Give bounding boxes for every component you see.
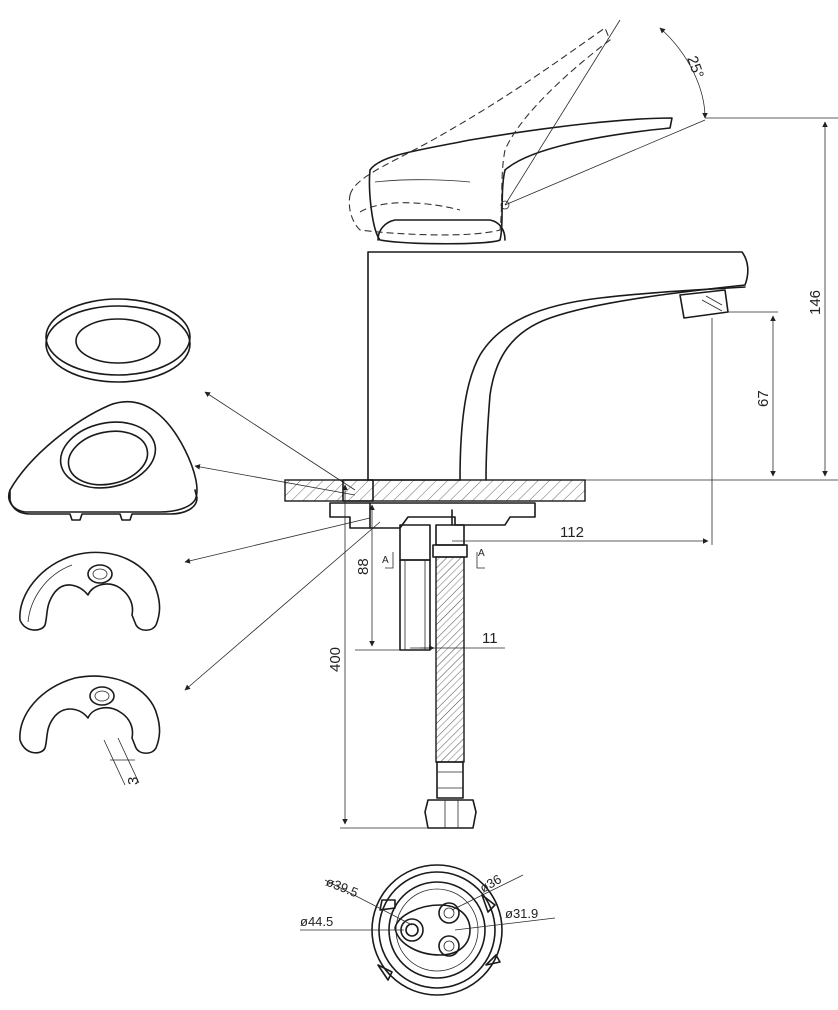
- section-mark-right: A: [478, 548, 485, 559]
- dim-88-label: 88: [355, 558, 372, 575]
- dim-67-label: 67: [755, 390, 772, 407]
- base-bottom-view: ø39.5 ø36 ø44.5 ø31.9: [300, 864, 556, 996]
- dimension-hose-diameter-11: 11: [410, 630, 505, 651]
- lever-handle: [368, 117, 673, 245]
- dim-11-label: 11: [482, 630, 498, 647]
- braided-hose: [424, 524, 477, 829]
- angle-dimension: 25°: [504, 19, 708, 206]
- dim-146-label: 146: [807, 290, 824, 315]
- section-markers: A A: [382, 548, 485, 569]
- dim-3-label: 3: [125, 777, 142, 785]
- angle-label: 25°: [683, 54, 707, 81]
- flat-washer: [45, 298, 191, 383]
- assembly-leader-lines: [184, 391, 381, 691]
- dimension-hose-400: 400: [327, 484, 430, 829]
- threaded-shank: [399, 524, 431, 651]
- mounting-hardware: [329, 502, 536, 529]
- dimension-reach-112: 112: [452, 318, 713, 545]
- dimension-shank-88: 88: [355, 504, 400, 651]
- countertop-section: [284, 479, 586, 502]
- dim-112-label: 112: [560, 524, 584, 541]
- diameter-label-1: ø39.5: [324, 874, 360, 900]
- diameter-label-4: ø31.9: [505, 906, 538, 921]
- mounting-plate: [8, 400, 198, 521]
- dimension-height-67: 67: [728, 311, 778, 477]
- dimension-clip-3: 3: [125, 777, 142, 785]
- dimension-height-146: 146: [585, 117, 838, 481]
- diameter-label-3: ø44.5: [300, 914, 333, 929]
- section-mark-left: A: [382, 555, 389, 566]
- lever-raised-outline: [348, 27, 611, 236]
- horseshoe-clip-lower: [19, 675, 161, 786]
- horseshoe-clip-upper: [19, 551, 161, 632]
- dim-400-label: 400: [327, 647, 344, 672]
- faucet-body: [367, 251, 749, 481]
